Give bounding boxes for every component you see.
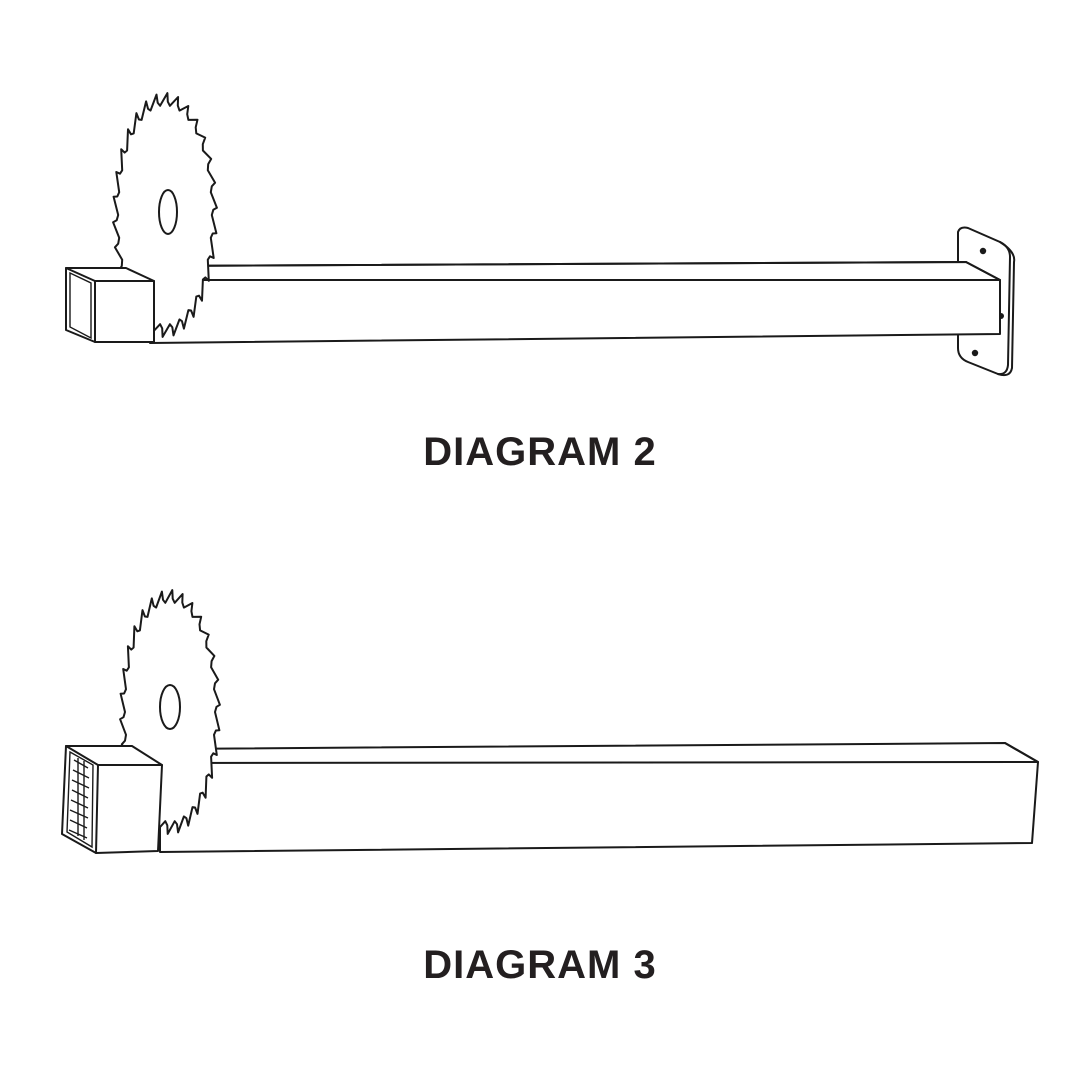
diagram-3-illustration — [61, 589, 1039, 854]
mount-hole — [971, 349, 979, 357]
square-tube — [149, 261, 1001, 344]
diagram-2-caption: DIAGRAM 2 — [423, 430, 657, 474]
mount-hole — [979, 247, 987, 255]
square-tube — [159, 742, 1039, 853]
cut-tube-piece — [61, 745, 163, 854]
tube-end-insert — [66, 750, 94, 849]
diagram-3-caption: DIAGRAM 3 — [423, 943, 657, 987]
arbor-hole — [158, 189, 178, 235]
cut-tube-piece — [65, 267, 155, 343]
diagram-2-illustration — [65, 92, 1016, 377]
arbor-hole — [159, 684, 181, 730]
